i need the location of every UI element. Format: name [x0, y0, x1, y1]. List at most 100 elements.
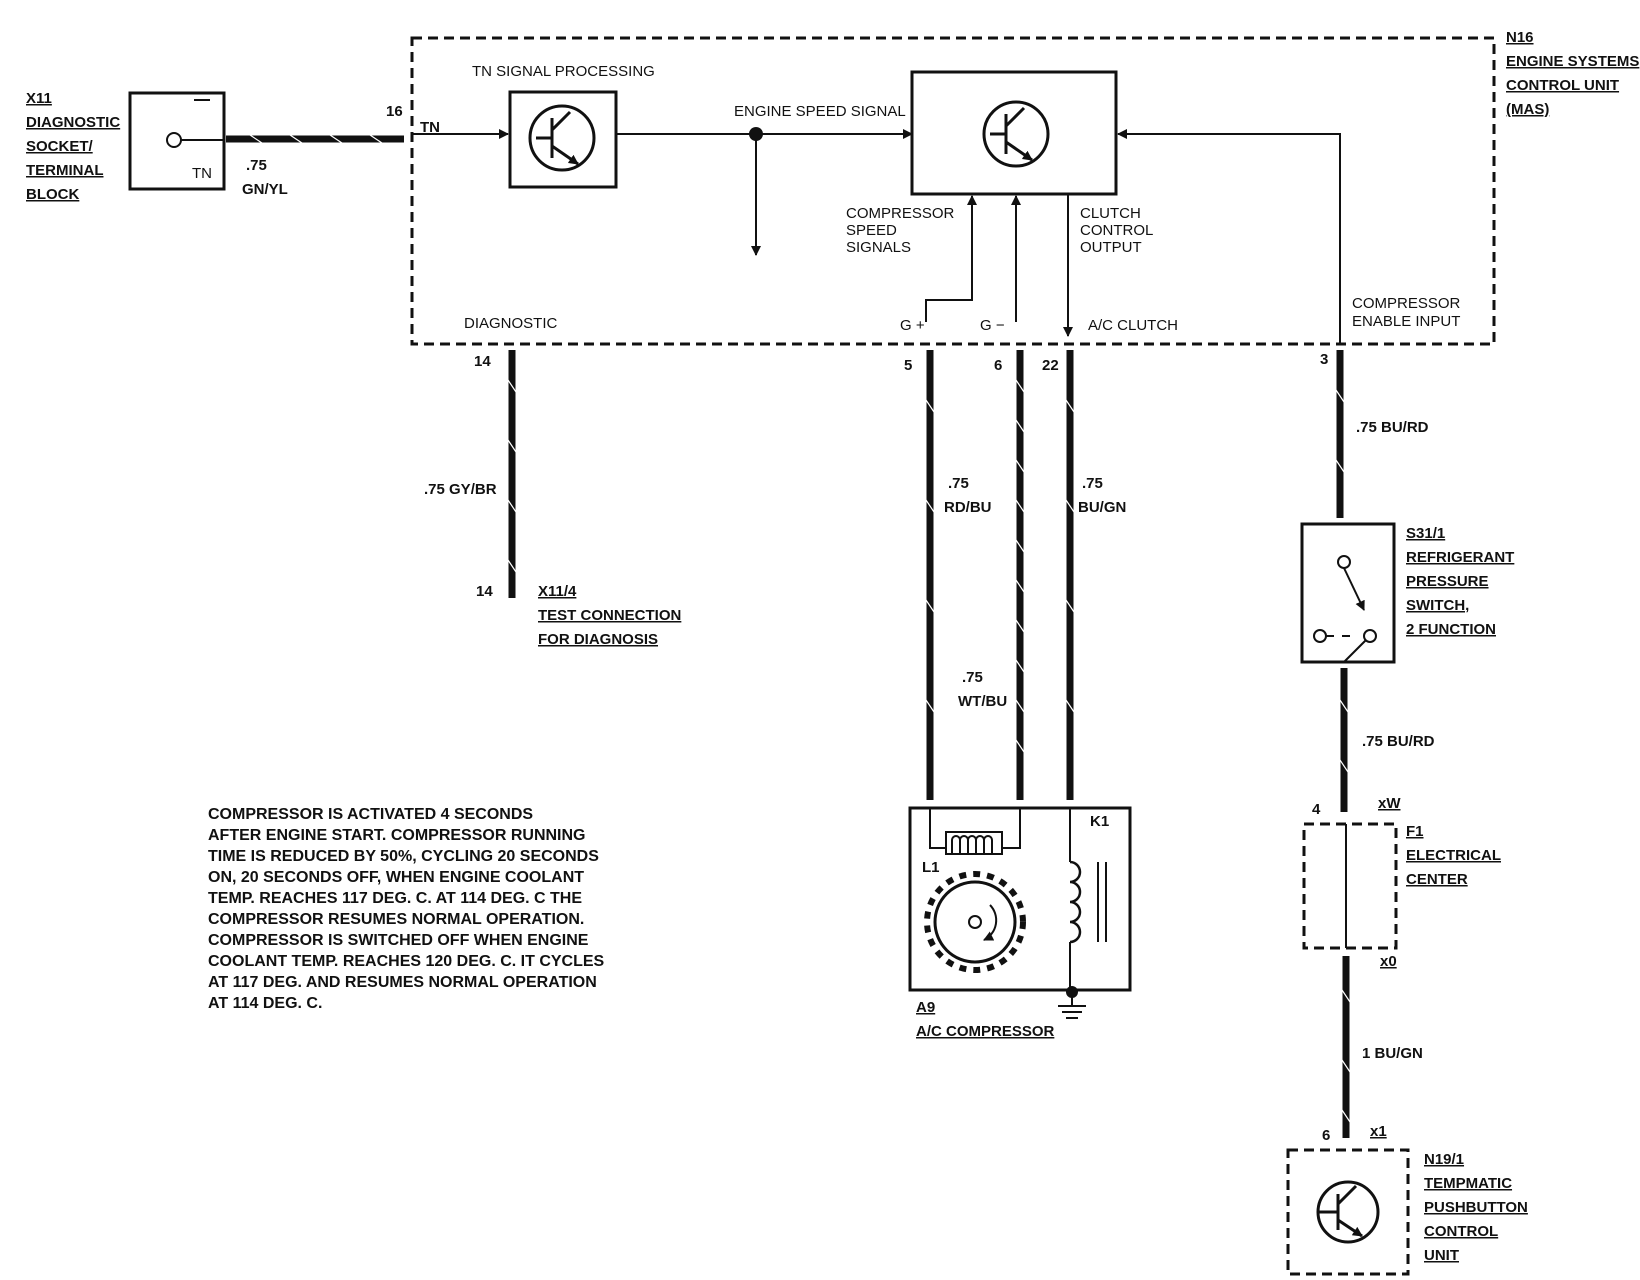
bu-gn-label-bottom: 1 BU/GN — [1362, 1045, 1423, 1062]
switch-contact-icon — [1313, 555, 1377, 663]
n16-name-line-3: (MAS) — [1506, 101, 1549, 118]
bu-rd-wire-top-hatch — [1335, 389, 1345, 473]
compressor-enable-label-2: ENABLE INPUT — [1352, 313, 1460, 330]
gn-yl-wire-hatch — [249, 134, 383, 144]
f1-name-line-2: CENTER — [1406, 871, 1468, 888]
f1-name-line-1: ELECTRICAL — [1406, 847, 1501, 864]
x11-name-line-4: BLOCK — [26, 186, 79, 203]
compressor-speed-label-3: SIGNALS — [846, 239, 911, 256]
note-line-6: COMPRESSOR RESUMES NORMAL OPERATION. — [208, 911, 584, 928]
gn-yl-gauge: .75 — [246, 157, 267, 174]
pin-3: 3 — [1320, 351, 1328, 368]
magnetic-clutch-coil-icon — [929, 808, 1021, 855]
diag-pin-top: 14 — [474, 353, 491, 370]
note-line-4: ON, 20 SECONDS OFF, WHEN ENGINE COOLANT — [208, 869, 584, 886]
note-line-7: COMPRESSOR IS SWITCHED OFF WHEN ENGINE — [208, 932, 589, 949]
tn-signal-processing-label: TN SIGNAL PROCESSING — [472, 63, 655, 80]
x11-id: X11 — [26, 90, 52, 107]
clutch-relay-coil-icon — [1069, 808, 1107, 990]
compressor-enable-label-1: COMPRESSOR — [1352, 295, 1461, 312]
note-line-8: COOLANT TEMP. REACHES 120 DEG. C. IT CYC… — [208, 953, 605, 970]
bu-gn-color: BU/GN — [1078, 499, 1126, 516]
note-line-10: AT 114 DEG. C. — [208, 995, 322, 1012]
s31-name-line-1: REFRIGERANT — [1406, 549, 1514, 566]
gn-yl-color: GN/YL — [242, 181, 288, 198]
pin-22: 22 — [1042, 357, 1059, 374]
n19-control-unit-outline — [1286, 1148, 1410, 1276]
f1-electrical-center-outline — [1302, 822, 1398, 950]
s31-name-line-4: 2 FUNCTION — [1406, 621, 1496, 638]
g-plus-label: G + — [900, 317, 925, 334]
note-line-9: AT 117 DEG. AND RESUMES NORMAL OPERATION — [208, 974, 597, 991]
bu-gn-wire-bottom-hatch — [1341, 989, 1351, 1123]
x11-name-line-2: SOCKET/ — [26, 138, 94, 155]
n16-control-unit-outline — [410, 36, 1496, 346]
rd-bu-gauge: .75 — [948, 475, 969, 492]
n19-id: N19/1 — [1424, 1151, 1464, 1168]
gy-br-wire-hatch — [507, 379, 517, 573]
x11-4-id: X11/4 — [538, 583, 577, 600]
ac-clutch-label: A/C CLUTCH — [1088, 317, 1178, 334]
xw-label: xW — [1378, 795, 1401, 812]
x1-label: x1 — [1370, 1123, 1387, 1140]
n16-tn-label: TN — [420, 119, 440, 136]
a9-name: A/C COMPRESSOR — [916, 1023, 1055, 1040]
a9-l1-label: L1 — [922, 859, 940, 876]
x11-4-name-line-1: TEST CONNECTION — [538, 607, 681, 624]
n19-name-line-2: PUSHBUTTON — [1424, 1199, 1528, 1216]
clutch-control-label-2: CONTROL — [1080, 222, 1153, 239]
compressor-enable-wire — [1117, 129, 1341, 344]
n16-tn-pin: 16 — [386, 103, 403, 120]
gy-br-label: .75 GY/BR — [424, 481, 497, 498]
diagnostic-label: DIAGNOSTIC — [464, 315, 558, 332]
n16-id: N16 — [1506, 29, 1534, 46]
clutch-control-label-3: OUTPUT — [1080, 239, 1142, 256]
bu-gn-gauge: .75 — [1082, 475, 1103, 492]
bu-rd-wire-mid-hatch — [1339, 699, 1349, 773]
n19-transistor-icon — [1316, 1180, 1380, 1244]
x11-name-line-3: TERMINAL — [26, 162, 104, 179]
a9-id: A9 — [916, 999, 935, 1016]
x11-terminal — [166, 132, 182, 148]
note-line-2: AFTER ENGINE START. COMPRESSOR RUNNING — [208, 827, 586, 844]
x11-name-line-1: DIAGNOSTIC — [26, 114, 120, 131]
diag-pin-bottom: 14 — [476, 583, 493, 600]
x11-4-name-line-2: FOR DIAGNOSIS — [538, 631, 658, 648]
a9-k1-label: K1 — [1090, 813, 1109, 830]
engine-speed-label: ENGINE SPEED SIGNAL — [734, 103, 906, 120]
g-minus-label: G − — [980, 317, 1005, 334]
g-plus-signal-wire — [925, 195, 977, 322]
compressor-speed-label-1: COMPRESSOR — [846, 205, 955, 222]
s31-name-line-2: PRESSURE — [1406, 573, 1489, 590]
controller-transistor-icon — [982, 100, 1050, 168]
compressor-speed-label-2: SPEED — [846, 222, 897, 239]
x0-label: x0 — [1380, 953, 1397, 970]
compressor-wires-hatch — [925, 379, 1075, 753]
n16-name-line-2: CONTROL UNIT — [1506, 77, 1619, 94]
speed-sensor-gear-icon — [924, 871, 1026, 973]
operation-note: COMPRESSOR IS ACTIVATED 4 SECONDS AFTER … — [208, 806, 605, 1012]
pin-4: 4 — [1312, 801, 1321, 818]
pin-6: 6 — [994, 357, 1002, 374]
note-line-3: TIME IS REDUCED BY 50%, CYCLING 20 SECON… — [208, 848, 599, 865]
pin-5: 5 — [904, 357, 912, 374]
bu-rd-label-mid: .75 BU/RD — [1362, 733, 1435, 750]
transistor-icon — [528, 104, 596, 172]
note-line-5: TEMP. REACHES 117 DEG. C. AT 114 DEG. C … — [208, 890, 582, 907]
clutch-control-label-1: CLUTCH — [1080, 205, 1141, 222]
wt-bu-color: WT/BU — [958, 693, 1007, 710]
pin-6-n19: 6 — [1322, 1127, 1330, 1144]
wt-bu-gauge: .75 — [962, 669, 983, 686]
n19-name-line-3: CONTROL — [1424, 1223, 1498, 1240]
s31-id: S31/1 — [1406, 525, 1445, 542]
s31-name-line-3: SWITCH, — [1406, 597, 1469, 614]
x11-tn-label: TN — [192, 165, 212, 182]
bu-rd-label-top: .75 BU/RD — [1356, 419, 1429, 436]
f1-id: F1 — [1406, 823, 1424, 840]
n19-name-line-4: UNIT — [1424, 1247, 1459, 1264]
controller-box — [910, 70, 1118, 196]
n19-name-line-1: TEMPMATIC — [1424, 1175, 1512, 1192]
ground-icon — [1058, 986, 1086, 1019]
rd-bu-color: RD/BU — [944, 499, 992, 516]
